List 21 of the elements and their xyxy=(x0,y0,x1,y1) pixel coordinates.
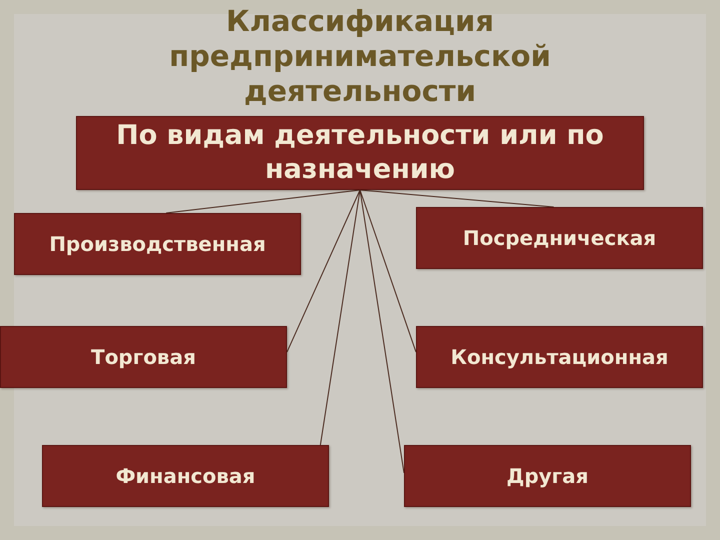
category-label: По видам деятельности или по назначению xyxy=(115,119,605,187)
category-box xyxy=(76,116,644,190)
connector-line xyxy=(286,190,360,353)
category-label: Посредническая xyxy=(462,226,656,250)
category-box xyxy=(14,213,301,275)
category-box xyxy=(0,326,287,388)
category-label: Финансовая xyxy=(116,464,256,488)
category-label: Консультационная xyxy=(450,345,668,369)
connector-line xyxy=(166,190,360,214)
connector-line xyxy=(360,190,554,208)
category-box xyxy=(416,326,703,388)
category-box xyxy=(42,445,329,507)
connector-line xyxy=(360,190,416,353)
connector-line xyxy=(360,190,404,474)
title: Классификация предпринимательской деятельности xyxy=(168,4,552,109)
category-box xyxy=(416,207,703,269)
category-box xyxy=(404,445,691,507)
connector-line xyxy=(320,190,360,446)
category-label: Производственная xyxy=(49,232,266,256)
category-label: Другая xyxy=(506,464,588,488)
category-label: Торговая xyxy=(91,345,196,369)
